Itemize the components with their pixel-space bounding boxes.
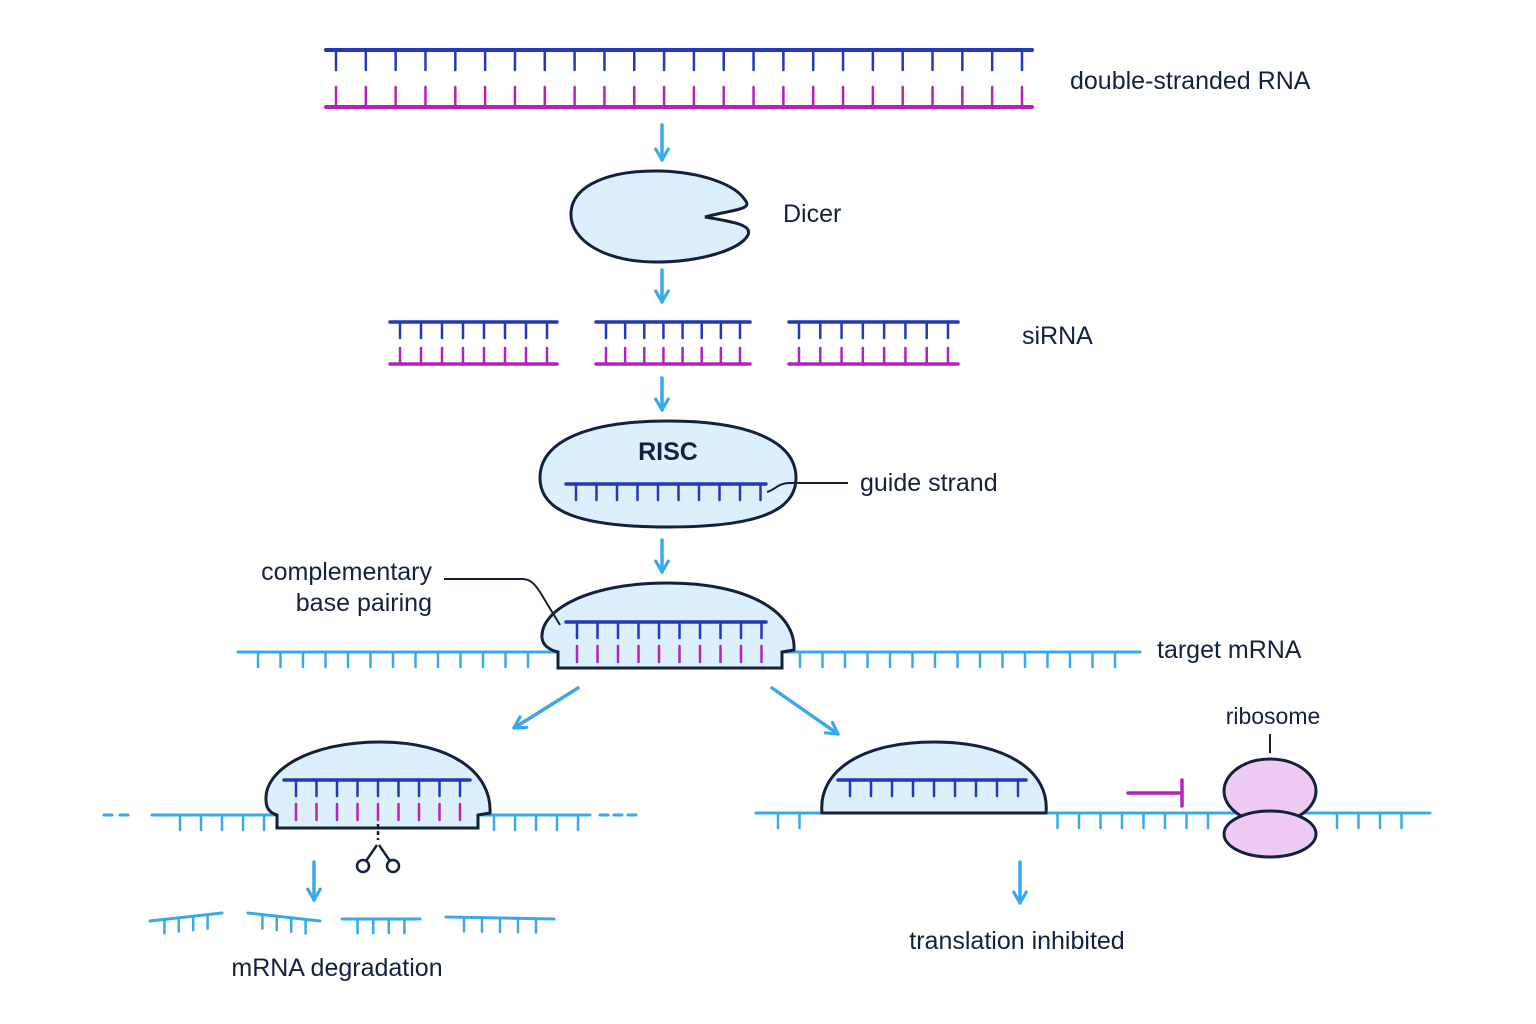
mrna-fragments — [148, 911, 556, 935]
target-mrna-strand — [754, 811, 1432, 830]
dicer-enzyme — [569, 169, 751, 264]
guide-strand-paired — [564, 620, 768, 640]
guide-strand — [836, 778, 1028, 798]
risc-complex — [538, 419, 798, 529]
dsrna-label: double-stranded RNA — [1070, 67, 1311, 95]
complementary-bases — [294, 802, 462, 822]
guide-strand-paired — [282, 778, 472, 798]
complementary-label-line2: base pairing — [296, 589, 432, 617]
sirna-label: siRNA — [1022, 322, 1093, 350]
arrow-to-degradation — [512, 686, 580, 730]
dicer-label: Dicer — [783, 200, 841, 228]
ribosome-label: ribosome — [1226, 703, 1321, 729]
mrna-degradation-label: mRNA degradation — [231, 954, 442, 982]
target-mrna-cleaved-strand — [102, 813, 638, 832]
target-mrna-strand — [236, 650, 1142, 669]
complementary-label-line1: complementary — [261, 558, 432, 586]
fragment-backbone — [246, 911, 322, 923]
guide-strand-label: guide strand — [860, 469, 998, 497]
double-stranded-rna — [324, 48, 1034, 109]
inhibition-icon — [1126, 778, 1184, 808]
complementary-bases — [575, 644, 763, 664]
ribosome — [1222, 757, 1318, 859]
sirna-duplex — [594, 320, 752, 366]
sirna-duplex — [388, 320, 559, 366]
scissors-icon — [355, 824, 401, 874]
risc-blocking-complex — [820, 740, 1048, 815]
guide-strand — [564, 482, 768, 502]
target-mrna-label: target mRNA — [1157, 636, 1302, 664]
arrow-to-inhibition — [770, 686, 840, 736]
complementary-leader — [444, 578, 561, 626]
fragment-backbone — [148, 911, 224, 923]
risc-bound-complex — [540, 581, 796, 670]
risc-label: RISC — [638, 438, 698, 466]
translation-inhibited-label: translation inhibited — [909, 927, 1124, 955]
guide-strand-leader — [766, 482, 848, 493]
sirna-duplex — [787, 320, 960, 366]
